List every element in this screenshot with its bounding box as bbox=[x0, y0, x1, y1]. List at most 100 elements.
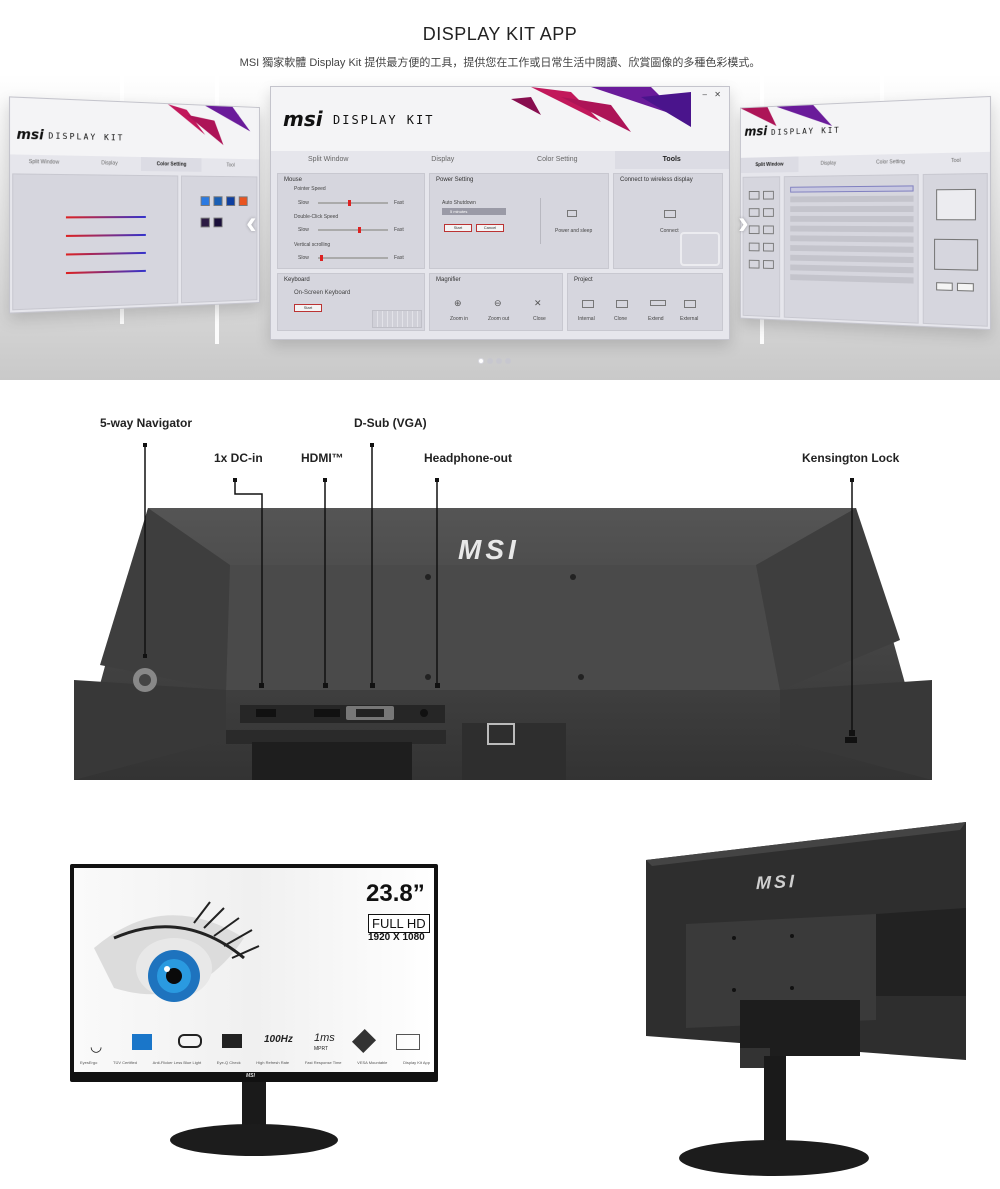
slow-label: Slow bbox=[298, 227, 309, 233]
tab-split-window[interactable]: Split Window bbox=[10, 154, 77, 170]
layout-icon[interactable] bbox=[749, 260, 760, 269]
clone-icon[interactable] bbox=[616, 300, 628, 308]
external-icon[interactable] bbox=[684, 300, 696, 308]
slider-3[interactable] bbox=[66, 252, 146, 256]
app-icon[interactable] bbox=[201, 218, 210, 228]
panel-title: Magnifier bbox=[436, 277, 461, 283]
list-item[interactable] bbox=[790, 196, 913, 203]
mprt-label: MPRT bbox=[314, 1046, 328, 1052]
list-item[interactable] bbox=[790, 235, 913, 242]
app-icon[interactable] bbox=[213, 218, 222, 228]
internal-icon[interactable] bbox=[582, 300, 594, 308]
close-button[interactable]: ✕ bbox=[714, 90, 721, 99]
tab-tools[interactable]: Tools bbox=[615, 151, 730, 169]
close-magnifier-icon[interactable]: ✕ bbox=[534, 298, 542, 309]
list-item[interactable] bbox=[790, 255, 913, 263]
layout-icon[interactable] bbox=[763, 243, 774, 252]
window-header: msi DISPLAY KIT – ✕ bbox=[271, 87, 729, 151]
carousel-dot[interactable] bbox=[478, 358, 484, 364]
list-item[interactable] bbox=[790, 206, 913, 212]
app-icon[interactable] bbox=[201, 196, 210, 206]
tab-display[interactable]: Display bbox=[798, 155, 859, 172]
auto-shutdown-label: Auto Shutdown bbox=[442, 200, 476, 206]
feature-label: EyesErgo bbox=[80, 1060, 97, 1065]
connect-label: Connect bbox=[660, 228, 679, 234]
carousel-prev-icon[interactable]: ‹ bbox=[246, 204, 257, 241]
layout-icon[interactable] bbox=[763, 225, 774, 234]
monitor-base bbox=[170, 1124, 338, 1156]
app-icon[interactable] bbox=[226, 196, 235, 206]
list-item[interactable] bbox=[790, 264, 913, 273]
apply-button[interactable] bbox=[957, 283, 974, 292]
zoom-out-label: Zoom out bbox=[488, 316, 509, 322]
app-name: DISPLAY KIT bbox=[771, 126, 841, 137]
color-sliders-panel bbox=[12, 173, 178, 310]
front-monitor: 23.8” FULL HD 1920 X 1080 100Hz 1ms MPRT… bbox=[70, 864, 438, 1082]
tab-display[interactable]: Display bbox=[77, 156, 141, 171]
app-window-main[interactable]: msi DISPLAY KIT – ✕ Split Window Display… bbox=[270, 86, 730, 340]
layout-icon[interactable] bbox=[749, 243, 760, 252]
ok-button[interactable] bbox=[936, 282, 953, 291]
feature-label: Fast Response Time bbox=[305, 1060, 342, 1065]
panel-title: Project bbox=[574, 277, 593, 283]
carousel-dot[interactable] bbox=[505, 358, 511, 364]
tab-color-setting[interactable]: Color Setting bbox=[859, 153, 923, 171]
list-item[interactable] bbox=[790, 245, 913, 253]
slow-label: Slow bbox=[298, 200, 309, 206]
tab-color-setting[interactable]: Color Setting bbox=[500, 151, 615, 169]
zoom-out-icon[interactable]: ⊖ bbox=[494, 298, 502, 309]
fullhd-badge: FULL HD bbox=[368, 914, 430, 933]
layout-icon[interactable] bbox=[749, 208, 760, 217]
decorative-triangles-icon bbox=[491, 87, 691, 137]
feature-labels: EyesErgo TÜV Certified Anti-Flicker Less… bbox=[80, 1060, 430, 1065]
start-button[interactable]: Start bbox=[444, 224, 472, 232]
extend-icon[interactable] bbox=[650, 300, 666, 306]
slider-4[interactable] bbox=[66, 270, 146, 274]
vertical-scroll-slider[interactable] bbox=[318, 257, 388, 259]
preview-panel bbox=[923, 173, 988, 327]
slider-2[interactable] bbox=[66, 234, 146, 237]
app-window-left[interactable]: msi DISPLAY KIT Split Window Display Col… bbox=[9, 96, 260, 313]
keyboard-panel: Keyboard On-Screen Keyboard Start bbox=[277, 273, 425, 331]
cast-icon bbox=[680, 232, 720, 266]
osk-start-button[interactable]: Start bbox=[294, 304, 322, 312]
list-item[interactable] bbox=[790, 274, 913, 283]
feature-label: VESA Mountable bbox=[357, 1060, 387, 1065]
layout-icon[interactable] bbox=[763, 191, 774, 200]
list-item[interactable] bbox=[790, 185, 913, 192]
display-icon[interactable] bbox=[664, 210, 676, 218]
carousel-dot[interactable] bbox=[487, 358, 493, 364]
label-dsub: D-Sub (VGA) bbox=[354, 416, 427, 430]
slider-1[interactable] bbox=[66, 216, 146, 218]
cancel-button[interactable]: Cancel bbox=[476, 224, 504, 232]
minimize-button[interactable]: – bbox=[703, 90, 707, 99]
layout-icon[interactable] bbox=[763, 260, 774, 269]
tab-color-setting[interactable]: Color Setting bbox=[141, 157, 202, 172]
app-window-right[interactable]: msi DISPLAY KIT Split Window Display Col… bbox=[740, 96, 991, 330]
layout-icon[interactable] bbox=[749, 191, 760, 200]
list-item[interactable] bbox=[790, 216, 913, 222]
feature-label: High Refresh Rate bbox=[256, 1060, 289, 1065]
tab-split-window[interactable]: Split Window bbox=[271, 151, 386, 169]
tab-display[interactable]: Display bbox=[386, 151, 501, 169]
carousel-next-icon[interactable]: › bbox=[738, 204, 749, 241]
zoom-in-icon[interactable]: ⊕ bbox=[454, 298, 462, 309]
app-icon[interactable] bbox=[213, 196, 222, 206]
clone-label: Clone bbox=[614, 316, 627, 322]
layout-icon[interactable] bbox=[763, 208, 774, 217]
carousel-dot[interactable] bbox=[496, 358, 502, 364]
layout-icon[interactable] bbox=[749, 225, 760, 234]
double-click-slider[interactable] bbox=[318, 229, 388, 231]
tab-bar: Split Window Display Color Setting Tools bbox=[271, 151, 729, 169]
tab-tool[interactable]: Tool bbox=[923, 152, 990, 170]
section-subtitle: MSI 獨家軟體 Display Kit 提供最方便的工具，提供您在工作或日常生… bbox=[0, 54, 1000, 70]
power-icon[interactable] bbox=[567, 210, 577, 217]
power-panel: Power Setting Auto Shutdown 5 minutes St… bbox=[429, 173, 609, 269]
list-item[interactable] bbox=[790, 226, 913, 233]
tab-tool[interactable]: Tool bbox=[202, 158, 260, 172]
response-badge: 1ms bbox=[314, 1032, 335, 1044]
shutdown-select[interactable]: 5 minutes bbox=[442, 208, 506, 215]
tab-split-window[interactable]: Split Window bbox=[741, 156, 799, 173]
screen-size: 23.8” bbox=[366, 880, 425, 908]
pointer-speed-slider[interactable] bbox=[318, 202, 388, 204]
